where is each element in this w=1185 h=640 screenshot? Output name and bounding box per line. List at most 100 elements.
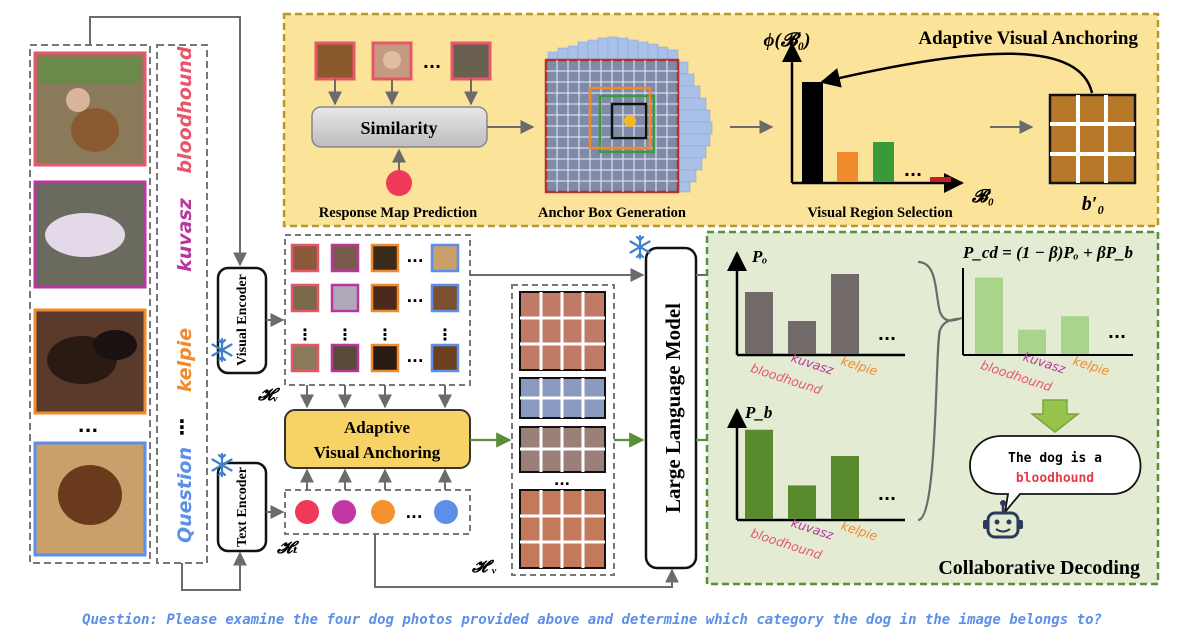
text-token-question: [434, 500, 458, 524]
speech-line2: bloodhound: [1016, 471, 1094, 486]
pb-bar-2: [788, 485, 816, 519]
phi-bar-5: [930, 177, 951, 182]
patch-n: [450, 41, 492, 81]
po-chart: [745, 274, 859, 354]
arrow-selected-region-feedback: [820, 52, 1094, 94]
anchored-feature-maps: [519, 291, 606, 569]
region-selection-label: Visual Region Selection: [807, 205, 952, 221]
visual-encoder-label: Visual Encoder: [235, 274, 250, 366]
robot-icon: [983, 500, 1023, 539]
pb-label: P_b: [744, 403, 772, 422]
photo-person-head: [66, 88, 90, 112]
arrow-question-to-text-encoder: [181, 551, 247, 591]
b0-prime-label: b′₀: [1082, 193, 1105, 215]
speech-bubble: [969, 435, 1142, 516]
patch-1: [314, 41, 356, 81]
ht-label: 𝓗ₜ: [276, 538, 300, 557]
hv-label: 𝓗ᵥ: [257, 385, 281, 404]
pb-chart: [745, 429, 859, 519]
photo-dog-shape: [45, 213, 125, 257]
token-ellipsis: ...: [405, 504, 422, 522]
grid-vertical-ellipsis: ⋮: [297, 325, 313, 344]
query-token-circle: [386, 170, 412, 196]
similarity-label: Similarity: [361, 118, 438, 138]
speech-line1: The dog is a: [1008, 451, 1102, 466]
pcd-bar-2: [1018, 329, 1046, 354]
phi-ellipsis: ...: [904, 161, 922, 180]
grid-vertical-ellipsis: ⋮: [377, 325, 393, 344]
combine-brace: [917, 260, 963, 522]
ava-label-line2: Visual Anchoring: [314, 443, 441, 462]
pcd-bar-3: [1061, 316, 1089, 354]
selected-region-b0-prime: [1048, 93, 1137, 185]
b0-axis-label: 𝓑₀: [971, 186, 994, 206]
photo-background-detail: [40, 58, 140, 83]
anchor-box-black: [610, 102, 648, 140]
large-language-model-box: [644, 246, 698, 570]
hv-prime-label: 𝓗′ᵥ: [471, 557, 497, 576]
po-ellipsis: ...: [878, 325, 896, 344]
feature-ellipsis: ...: [554, 473, 570, 489]
text-token-kuvasz: [332, 500, 356, 524]
text-token-kelpie: [371, 500, 395, 524]
visual-features-frame: [284, 234, 471, 386]
phi-bar-2: [837, 152, 858, 182]
image-ellipsis: ...: [78, 416, 99, 437]
selected-region-grid: [1050, 95, 1135, 183]
decoding-title: Collaborative Decoding: [938, 557, 1140, 579]
photo-dog-shape: [93, 330, 137, 360]
llm-label: Large Language Model: [661, 303, 685, 513]
po-bar-1: [745, 292, 773, 354]
response-histogram-top: [547, 36, 679, 61]
text-token-bloodhound: [295, 500, 319, 524]
po-bar-2: [788, 321, 816, 354]
top-panel-title: Adaptive Visual Anchoring: [918, 28, 1138, 49]
po-label: Pₒ: [751, 247, 767, 266]
label-question: Question: [174, 447, 196, 543]
collaborative-decoding-panel: [705, 230, 1160, 586]
arrow-text-features-to-llm: [374, 534, 679, 588]
text-encoder-label: Text Encoder: [235, 467, 250, 547]
grid-ellipsis: ...: [406, 288, 423, 306]
pb-ellipsis: ...: [878, 485, 896, 504]
region-selection-chart: [782, 42, 964, 193]
phi-label: ϕ(𝓑₀): [763, 30, 810, 51]
po-bar-3: [831, 274, 859, 354]
phi-bar-1: [802, 82, 823, 182]
arrow-images-to-visual-encoder: [89, 16, 247, 267]
label-kuvasz: kuvasz: [174, 197, 196, 272]
visual-feature-grid: [290, 243, 460, 373]
photo-dog-shape: [71, 108, 119, 152]
pb-bar-1: [745, 429, 773, 519]
pb-bar-3: [831, 456, 859, 519]
grid-vertical-ellipsis: ⋮: [337, 325, 353, 344]
anchor-box-orange: [588, 86, 652, 150]
label-bloodhound: bloodhound: [174, 46, 196, 173]
anchored-features-frame: [511, 284, 615, 576]
grid-ellipsis: ...: [406, 248, 423, 266]
grid-ellipsis: ...: [406, 348, 423, 366]
photo-dog-shape: [58, 465, 122, 525]
label-column-frame: [156, 44, 208, 564]
pcd-formula: P_cd = (1 − β)Pₒ + βP_b: [962, 243, 1133, 262]
phi-bar-3: [873, 142, 894, 182]
pcd-ellipsis: ...: [1108, 323, 1126, 342]
label-kelpie: kelpie: [174, 328, 196, 392]
text-features-frame: [284, 489, 471, 535]
response-map-label: Response Map Prediction: [319, 205, 477, 221]
pcd-chart: [975, 277, 1089, 354]
text-encoder-box: [216, 461, 268, 553]
label-vertical-ellipsis: ⋮: [172, 415, 192, 439]
anchor-box-green: [598, 94, 656, 154]
down-arrow-icon: [1029, 399, 1081, 433]
anchor-box-label: Anchor Box Generation: [538, 205, 686, 221]
question-caption: Question: Please examine the four dog ph…: [82, 612, 1102, 628]
response-histogram-side: [677, 61, 713, 193]
patch-face: [383, 51, 401, 69]
pcd-bar-1: [975, 277, 1003, 354]
ava-label-line1: Adaptive: [344, 418, 411, 437]
patch-ellipsis: ...: [423, 53, 441, 72]
anchor-center: [624, 115, 636, 127]
grid-vertical-ellipsis: ⋮: [437, 325, 453, 344]
